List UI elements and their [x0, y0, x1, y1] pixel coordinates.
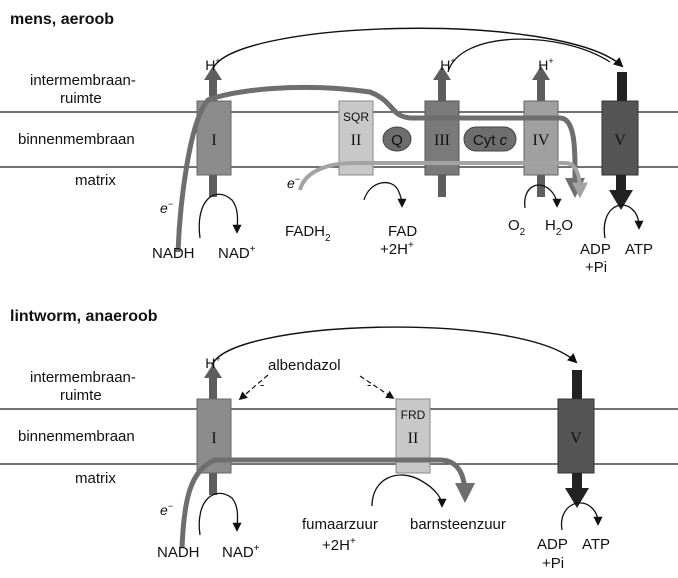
svg-text:Cyt c: Cyt c [473, 132, 508, 149]
inhibition-arrow-complex-II [359, 375, 395, 399]
svg-text:V: V [614, 132, 626, 149]
electron-path-b [179, 457, 475, 549]
svg-text:III: III [434, 132, 450, 149]
label-inner-membrane-b: binnenmembraan [18, 428, 135, 445]
product-fad-protons: +2H+ [380, 240, 414, 258]
cytochrome-c: Cyt c [463, 126, 517, 152]
electron-label-1: e− [160, 199, 173, 216]
inhibition-sign-2: - [367, 377, 371, 392]
svg-text:I: I [211, 132, 216, 149]
reaction-arc-oxygen [524, 184, 562, 209]
label-matrix: matrix [75, 172, 116, 189]
substrate-adp: ADP [580, 241, 611, 258]
proton-label-1: H+ [205, 56, 220, 73]
electron-path-complex-I [175, 84, 585, 253]
proton-label-4: H+ [538, 56, 553, 73]
reaction-arc-adp-b [560, 502, 603, 531]
substrate-nadh-b: NADH [157, 544, 200, 561]
substrate-pi-b: +Pi [542, 555, 564, 572]
reaction-arc-nadh [198, 193, 242, 239]
reaction-arc-adp [603, 204, 644, 239]
complex-I: I [196, 66, 232, 197]
product-fad: FAD [388, 223, 417, 240]
complex-V-atp-synthase: V [601, 72, 639, 210]
substrate-fumarate: fumaarzuur [302, 516, 378, 533]
svg-text:Q: Q [391, 132, 403, 149]
proton-flow-arc [211, 27, 624, 73]
complex-IV: IV [523, 66, 559, 197]
label-intermembrane-1: intermembraan- [30, 72, 136, 89]
label-intermembrane-2-b: ruimte [60, 387, 102, 404]
svg-text:FRD: FRD [401, 408, 426, 422]
substrate-adp-b: ADP [537, 536, 568, 553]
reaction-arc-nadh-b [198, 492, 242, 536]
ubiquinone-Q: Q [382, 126, 412, 152]
electron-label-2: e− [287, 174, 300, 191]
inhibition-arrow-complex-I [238, 374, 269, 401]
label-intermembrane-2: ruimte [60, 90, 102, 107]
inhibition-sign-1: - [260, 377, 264, 392]
substrate-pi: +Pi [585, 259, 607, 276]
product-atp-b: ATP [582, 536, 610, 553]
substrate-nadh: NADH [152, 245, 195, 262]
svg-text:IV: IV [533, 132, 550, 149]
panel-title-tapeworm: lintworm, anaeroob [10, 308, 158, 325]
proton-label-3: H+ [440, 56, 455, 73]
svg-text:V: V [570, 430, 582, 447]
proton-flow-arc-b [211, 326, 578, 367]
svg-text:SQR: SQR [343, 110, 369, 124]
inhibitor-albendazol: albendazol [268, 357, 341, 374]
panel-human-aerobic: mens, aeroob intermembraan- ruimte binne… [0, 11, 678, 276]
label-inner-membrane: binnenmembraan [18, 131, 135, 148]
product-nad: NAD+ [218, 244, 256, 262]
label-matrix-b: matrix [75, 470, 116, 487]
substrate-fadh2: FADH2 [285, 223, 331, 244]
proton-flow-arc-2 [447, 38, 611, 73]
product-nad-b: NAD+ [222, 543, 260, 561]
complex-I-b: I [196, 364, 232, 495]
svg-text:I: I [211, 430, 216, 447]
complex-III: III [424, 66, 460, 197]
proton-label-1-b: H+ [205, 354, 220, 371]
svg-text:II: II [351, 132, 362, 149]
electron-label-b: e− [160, 501, 173, 518]
electron-path-complex-II [298, 161, 588, 199]
product-water: H2O [545, 217, 573, 238]
substrate-fumarate-protons: +2H+ [322, 536, 356, 554]
panel-title-human: mens, aeroob [10, 11, 114, 28]
panel-tapeworm-anaerobic: lintworm, anaeroob intermembraan- ruimte… [0, 308, 678, 572]
svg-text:II: II [408, 430, 419, 447]
complex-V-atp-synthase-b: V [557, 370, 595, 508]
label-intermembrane-1-b: intermembraan- [30, 369, 136, 386]
product-succinate: barnsteenzuur [410, 516, 506, 533]
product-atp: ATP [625, 241, 653, 258]
substrate-oxygen: O2 [508, 217, 526, 238]
reaction-arc-fumarate [371, 474, 447, 508]
reaction-arc-fadh2 [363, 181, 407, 208]
